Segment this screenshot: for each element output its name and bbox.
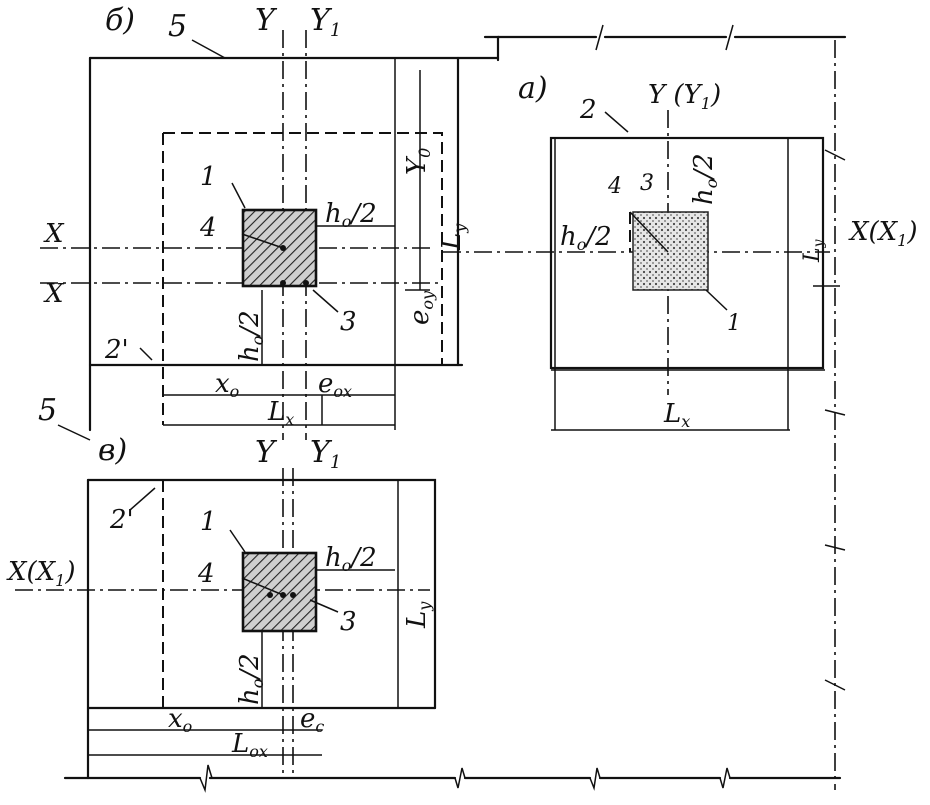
view-b-label-5-side: 5: [38, 393, 57, 428]
view-c-x0: xo: [168, 704, 192, 736]
view-c-y-label: Y: [255, 435, 278, 470]
view-b-label-4: 4: [199, 213, 217, 243]
view-b-title: б): [105, 3, 135, 38]
view-b-column: [241, 208, 318, 288]
view-b-x1-label: X: [43, 279, 65, 309]
view-c: в) 2' Y Y1 1 4 3 X(X1) ho/2 ho/2 Ly xo e…: [6, 433, 437, 780]
view-a-column: [632, 211, 709, 291]
view-c-y1-label: Y1: [310, 435, 341, 473]
view-c-h-right: ho/2: [325, 543, 377, 575]
view-a-label-2: 2: [579, 95, 597, 125]
view-a-h-left: ho/2: [560, 222, 612, 254]
view-c-x-axis-label: X(X1): [6, 557, 76, 590]
view-a-x-axis-label: X(X1): [848, 217, 918, 250]
view-b-label-2p: 2': [104, 335, 129, 365]
view-c-e: ec: [300, 704, 324, 736]
view-c-h-bottom: ho/2: [235, 653, 267, 705]
view-c-lox: Lox: [231, 729, 268, 761]
view-b-h-right: ho/2: [325, 199, 377, 231]
view-b-h-bottom: ho/2: [235, 310, 267, 362]
view-c-title: в): [98, 433, 127, 468]
view-b-x-label: X: [43, 219, 65, 249]
view-b-lx: Lx: [267, 397, 294, 429]
view-c-label-2p: 2': [109, 505, 134, 535]
view-b-y1-label: Y1: [310, 3, 341, 41]
view-a-label-3: 3: [640, 171, 654, 196]
view-a-dim-ly: Ly: [800, 238, 827, 263]
view-c-label-1: 1: [200, 507, 217, 537]
view-b-y-label: Y: [255, 3, 278, 38]
view-a-label-4: 4: [607, 174, 622, 199]
view-b-y0: Y0: [402, 148, 434, 175]
outer-break-lines: [63, 24, 847, 793]
view-b-label-1: 1: [200, 162, 217, 192]
view-b-eoy: eoy: [405, 290, 437, 325]
view-a-dim-lx: Lx: [663, 399, 690, 431]
view-a-label-1: 1: [727, 311, 741, 336]
view-b-label-5: 5: [168, 9, 187, 44]
view-a-y-axis-label: Y (Y1): [648, 80, 721, 113]
view-c-label-4: 4: [197, 559, 215, 589]
view-c-column: [241, 551, 318, 633]
view-b-label-3: 3: [340, 307, 357, 337]
view-a-h-top: ho/2: [689, 153, 721, 205]
view-b: б) 5 Y Y1 1 4 3 2' X X ho/2 ho/2 Y0 Ly e…: [38, 3, 500, 441]
view-b-eox: eox: [318, 369, 352, 401]
view-b-x0: xo: [215, 369, 239, 401]
view-a-title: а): [518, 71, 548, 106]
view-c-label-3: 3: [340, 607, 357, 637]
view-a: а) 2 Y (Y1) 4 3 1 X(X1) ho/2 ho/2 Lx Ly: [443, 71, 918, 431]
view-c-ly: Ly: [402, 601, 434, 629]
view-b-ly: Ly: [437, 223, 469, 251]
